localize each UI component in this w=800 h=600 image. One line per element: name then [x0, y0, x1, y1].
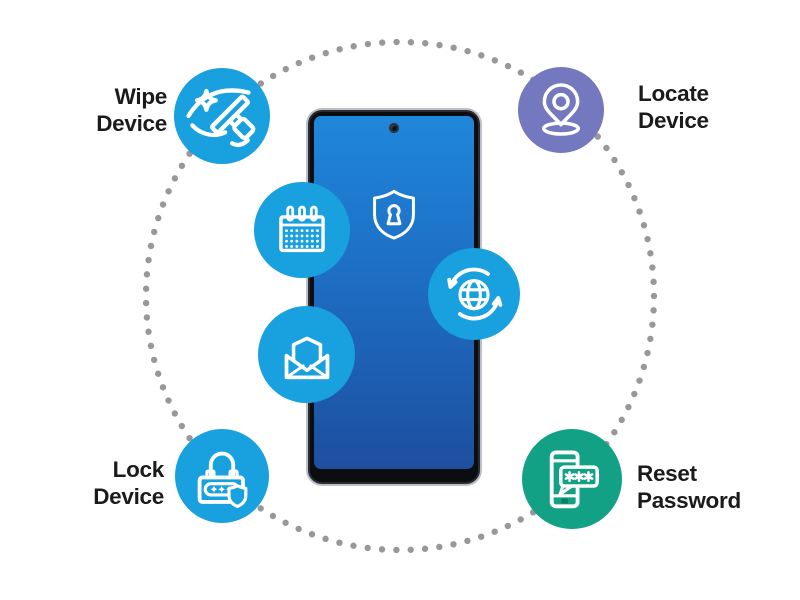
wipe-device-label: Wipe Device [40, 83, 167, 137]
label-line: Device [638, 108, 709, 133]
locate-device-circle [518, 67, 604, 153]
label-line: Password [637, 488, 741, 513]
sync-circle [428, 248, 520, 340]
label-line: Device [96, 111, 167, 136]
label-line: Reset [637, 461, 697, 486]
lock-device-label: Lock Device [40, 456, 164, 510]
email-circle [258, 306, 355, 403]
map-pin-icon [541, 83, 581, 136]
locate-device-label: Locate Device [638, 80, 709, 134]
calendar-icon [279, 205, 325, 253]
phone-password-bubble-icon [549, 450, 599, 509]
squeegee-wipe-icon [186, 88, 256, 148]
label-line: Wipe [114, 84, 168, 109]
padlock-password-shield-icon [197, 451, 248, 509]
label-line: Lock [112, 457, 165, 482]
label-line: Device [93, 484, 164, 509]
label-line: Locate [638, 81, 709, 106]
reset-password-circle [522, 429, 622, 529]
globe-sync-icon [447, 267, 503, 321]
punch-hole-camera-icon [389, 123, 399, 133]
open-envelope-icon [284, 336, 329, 379]
lock-device-circle [175, 429, 269, 523]
calendar-circle [254, 182, 350, 278]
wipe-device-circle [174, 68, 270, 164]
shield-keyhole-icon [373, 189, 415, 240]
reset-password-label: Reset Password [637, 460, 741, 514]
